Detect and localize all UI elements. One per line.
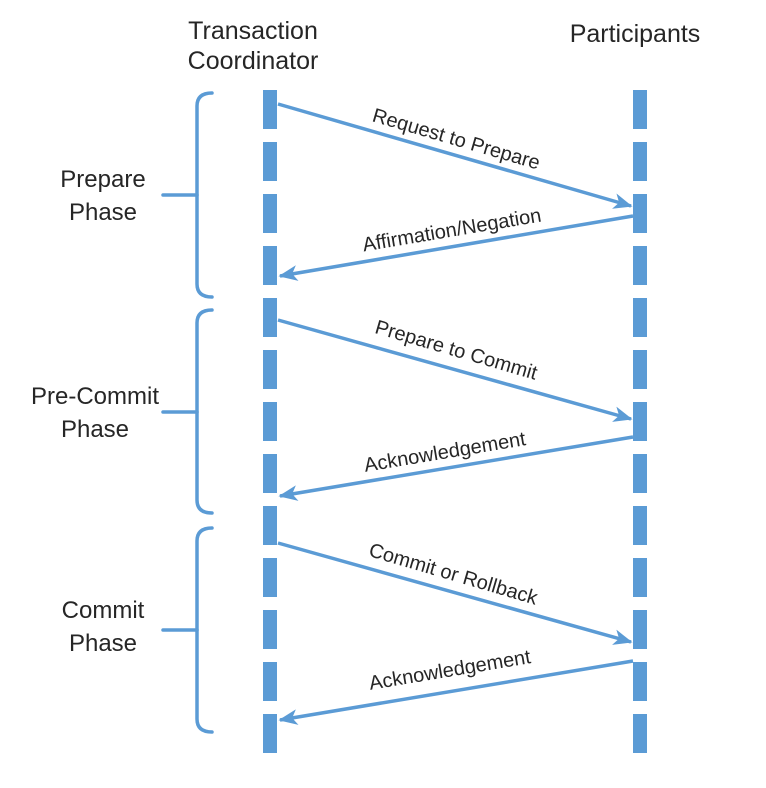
pre-commit-phase-brace — [161, 308, 214, 515]
prepare-phase-brace — [161, 91, 214, 299]
message-arrow-acknowledgement-2 — [278, 659, 634, 725]
message-arrow-commit-or-rollback — [277, 541, 633, 645]
commit-phase-brace — [161, 526, 214, 734]
message-arrow-affirmation-negation — [278, 214, 634, 281]
phase-label-pre-commit: Pre-Commit Phase — [30, 383, 159, 443]
phase-label-commit: Commit Phase — [61, 597, 145, 657]
coordinator-header: Transaction Coordinator — [187, 17, 319, 75]
participants-header: Participants — [569, 20, 701, 48]
message-arrow-prepare-to-commit — [277, 318, 633, 422]
message-arrow-request-to-prepare — [277, 102, 633, 209]
phase-label-prepare: Prepare Phase — [60, 166, 146, 226]
message-arrow-acknowledgement-1 — [278, 435, 634, 501]
